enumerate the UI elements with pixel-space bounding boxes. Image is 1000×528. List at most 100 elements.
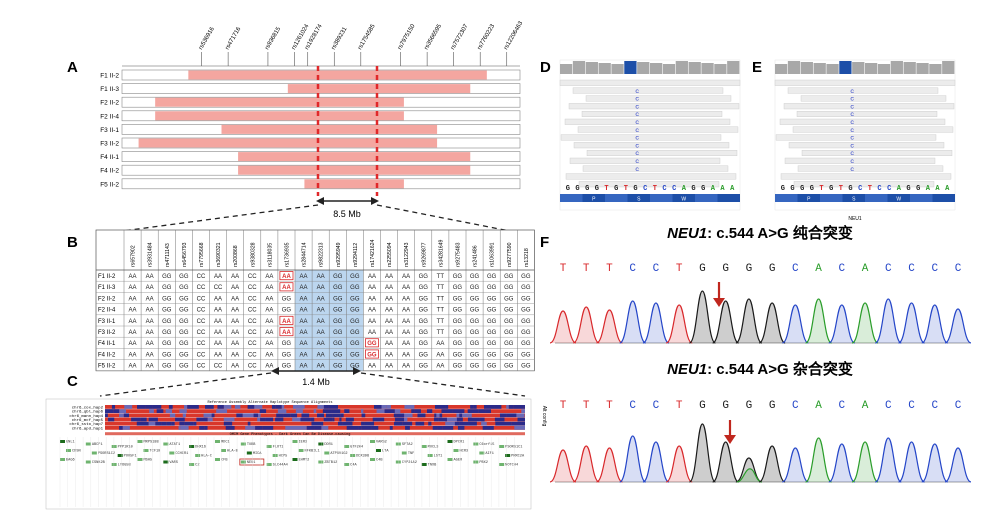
track-segment xyxy=(331,409,341,413)
track-segment xyxy=(514,426,525,430)
panel-e-label: E xyxy=(752,59,762,76)
trace-peak xyxy=(596,309,623,344)
row-label: F3 II-2 xyxy=(98,330,116,336)
snp-header: rs9269877 xyxy=(421,242,427,267)
aa-label: W xyxy=(896,197,901,203)
aa-segment xyxy=(650,194,673,202)
track-segment xyxy=(275,417,284,422)
gene-block xyxy=(111,463,117,466)
genotype-cell: AA xyxy=(368,308,376,314)
genotype-cell: AA xyxy=(402,330,410,336)
seq-base: C xyxy=(792,263,799,275)
panel-c-omim-title: OMIM Gene Phenotypes - Dark Green Can Be… xyxy=(230,432,351,437)
seq-base: C xyxy=(931,400,938,412)
gene-block xyxy=(453,449,459,452)
gene-block xyxy=(195,454,201,457)
row-label: F4 II-1 xyxy=(100,154,119,161)
snp-header: rs3122943 xyxy=(404,242,410,267)
track-segment xyxy=(277,409,287,413)
haplotype-bar xyxy=(287,84,471,94)
seq-base: T xyxy=(676,400,683,412)
track-segment xyxy=(364,421,375,426)
ref-base: A xyxy=(730,185,735,193)
gene-label: CDSN xyxy=(72,450,81,454)
track-segment xyxy=(187,405,199,409)
track-bg xyxy=(105,405,525,409)
ref-base: C xyxy=(887,185,891,193)
genotype-cell: GG xyxy=(470,341,480,347)
seq-base: T xyxy=(606,400,613,412)
row-label: F3 II-2 xyxy=(100,141,119,148)
ref-base: A xyxy=(711,185,716,193)
genotype-cell: AA xyxy=(436,364,444,370)
snp-header: rs9822313 xyxy=(319,242,325,267)
trace-peak xyxy=(782,304,809,344)
genotype-cell: GG xyxy=(333,319,343,325)
genotype-cell: GG xyxy=(504,330,514,336)
genotype-cell: GG xyxy=(419,341,429,347)
track-segment xyxy=(339,417,342,422)
track-segment xyxy=(254,405,263,409)
track-segment xyxy=(105,413,108,418)
genotype-cell: AA xyxy=(129,319,137,325)
track-segment xyxy=(396,413,405,418)
ref-base: G xyxy=(906,185,910,193)
gene-block xyxy=(298,449,304,452)
track-segment xyxy=(253,413,259,418)
read-mismatch: c xyxy=(635,158,639,165)
track-segment xyxy=(437,426,443,430)
aa-label: P xyxy=(807,197,811,203)
trace-peak xyxy=(688,423,716,483)
genotype-cell: GG xyxy=(453,274,463,280)
genotype-cell: AA xyxy=(265,285,273,291)
gene-block xyxy=(91,451,97,455)
coverage-bar xyxy=(650,63,663,74)
ref-base: G xyxy=(810,185,814,193)
track-segment xyxy=(456,417,463,422)
genotype-cell: GG xyxy=(333,352,343,358)
genotype-cell: AA xyxy=(436,352,444,358)
gene-label: MDC1 xyxy=(221,441,230,445)
seq-base: G xyxy=(769,400,776,412)
gene-label: LST1 xyxy=(434,455,443,459)
read-mismatch: c xyxy=(850,88,854,95)
track-segment xyxy=(184,421,194,426)
coverage-bar xyxy=(877,64,891,74)
gene-block xyxy=(272,454,278,457)
genotype-cell: AA xyxy=(129,341,137,347)
red-cell-box xyxy=(279,271,294,281)
trace-peak xyxy=(688,290,716,344)
gene-label: C2 xyxy=(195,464,199,468)
coverage-bar xyxy=(701,63,714,74)
read xyxy=(792,126,954,133)
genotype-cell: AA xyxy=(317,352,325,358)
track-segment xyxy=(119,426,123,430)
seq-base: C xyxy=(908,263,915,275)
snp-header: rs7795668 xyxy=(199,242,205,267)
genotype-cell: AA xyxy=(146,341,154,347)
genotype-cell: AA xyxy=(317,285,325,291)
ref-base: A xyxy=(897,185,902,193)
genotype-cell: GG xyxy=(367,341,377,347)
read xyxy=(783,103,955,110)
track-name: chr6_qbl_hap6 xyxy=(72,410,104,415)
track-segment xyxy=(389,426,393,430)
trace-peak xyxy=(851,441,879,483)
row-label: F2 II-2 xyxy=(98,296,116,302)
gene-label: CYP21A2 xyxy=(402,461,417,465)
track-name: chr6_apd_hap1 xyxy=(72,426,104,431)
highlight-column xyxy=(346,270,364,371)
track-segment xyxy=(159,409,164,413)
gene-block xyxy=(395,442,401,446)
panel-a-haplotype-rows: F1 II-2F1 II-3F2 II-2F2 II-4F3 II-1F3 II… xyxy=(100,69,521,190)
gene-label: SFTA2 xyxy=(402,443,413,447)
gene-label: MICA xyxy=(253,452,262,456)
track-segment xyxy=(119,409,127,413)
genotype-cell: AA xyxy=(146,308,154,314)
read xyxy=(793,181,935,188)
seq-base: A xyxy=(815,263,822,275)
